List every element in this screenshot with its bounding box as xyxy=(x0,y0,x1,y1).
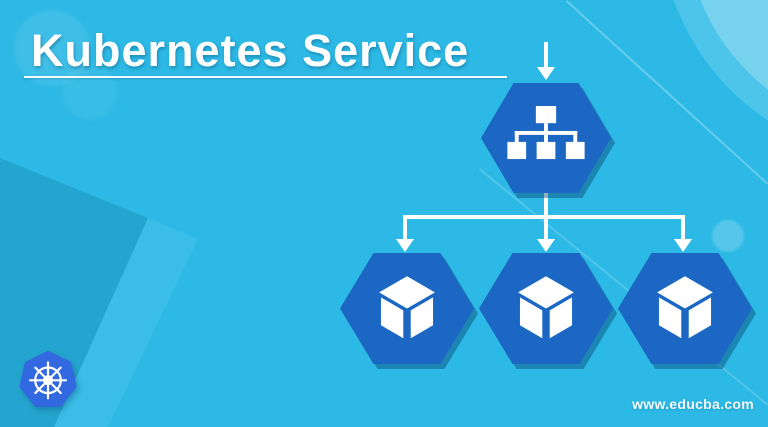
branch-line-right xyxy=(681,215,685,241)
pod-cube-icon xyxy=(379,276,435,339)
corner-circle-outer xyxy=(660,0,768,160)
hexagon-shape xyxy=(618,253,752,364)
corner-circle-inner xyxy=(685,0,768,135)
hexagon-shape xyxy=(481,83,611,193)
soft-dot xyxy=(712,220,744,252)
pod-cube-icon xyxy=(657,276,713,339)
title-underline xyxy=(24,76,507,78)
arrow-down-icon xyxy=(537,239,555,252)
arrow-down-icon xyxy=(674,239,692,252)
branch-line-left xyxy=(403,215,407,241)
page-title: Kubernetes Service xyxy=(31,25,470,76)
helm-wheel-icon xyxy=(28,361,68,400)
pod-row xyxy=(340,253,752,364)
hexagon-shape xyxy=(340,253,474,364)
service-hexagon xyxy=(481,83,611,193)
pod-hexagon xyxy=(340,253,474,364)
pod-hexagon xyxy=(618,253,752,364)
watermark-url: www.educba.com xyxy=(632,396,754,412)
arrow-down-icon xyxy=(537,67,555,80)
arrow-down-icon xyxy=(396,239,414,252)
kubernetes-helm-logo xyxy=(19,350,77,407)
pod-hexagon xyxy=(479,253,613,364)
tree-stem-line xyxy=(544,185,548,241)
hexagon-shape xyxy=(479,253,613,364)
tree-branch-bar xyxy=(403,215,685,219)
pod-cube-icon xyxy=(518,276,574,339)
arrow-line-top xyxy=(544,42,548,68)
service-hierarchy-icon xyxy=(507,106,585,160)
